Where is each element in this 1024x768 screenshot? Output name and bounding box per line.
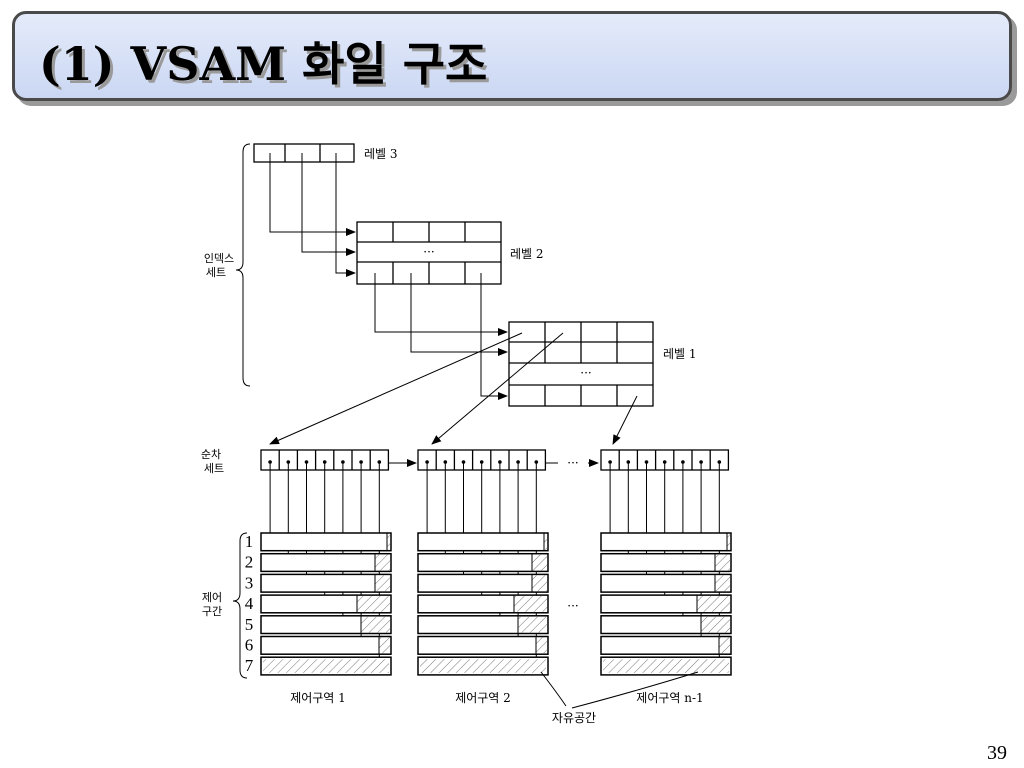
control-area-1-label: 제어구역 1 (290, 691, 346, 705)
control-interval-row (600, 532, 732, 552)
row-number-6: 6 (245, 636, 254, 655)
row-number-3: 3 (245, 573, 254, 592)
row-number-1: 1 (245, 532, 254, 551)
free-space-hatch (719, 637, 730, 654)
control-interval-row (417, 635, 549, 655)
level1-index-block (508, 321, 654, 407)
control-area-2-label: 제어구역 2 (455, 691, 511, 705)
control-interval-row (260, 615, 392, 635)
free-space-hatch (420, 659, 546, 673)
free-space-hatch (379, 637, 390, 654)
free-space-hatch (715, 575, 730, 592)
free-space-hatch (603, 659, 729, 673)
sequence-set-label-2: 세트 (204, 462, 224, 475)
control-interval-row (600, 552, 732, 573)
control-area-ellipsis: ··· (567, 599, 578, 613)
control-interval-row (260, 573, 392, 593)
control-interval-row (260, 532, 392, 552)
level3-index-record (253, 143, 355, 163)
free-space-pointer (540, 671, 699, 709)
level2-index-block (356, 221, 502, 285)
sequence-ellipsis: ··· (567, 456, 578, 470)
control-interval-row (417, 532, 549, 552)
level1-to-sequence-arrows (269, 332, 638, 445)
sequence-set-label-1: 순차 (201, 448, 221, 461)
level3-to-level2-arrows (269, 153, 356, 277)
control-areas (260, 532, 732, 676)
control-interval-label-2: 구간 (202, 605, 222, 618)
control-interval-row (600, 615, 732, 635)
index-set-label-1: 인덱스 (204, 252, 234, 265)
free-space-hatch (387, 534, 390, 550)
level1-label: 레벨 1 (663, 347, 697, 361)
free-space-hatch (357, 596, 390, 612)
control-area-3 (600, 532, 732, 676)
control-interval-row (600, 635, 732, 655)
row-number-4: 4 (245, 594, 254, 613)
level2-label: 레벨 2 (510, 247, 544, 261)
index-set-brace (235, 143, 251, 387)
control-area-n-label: 제어구역 n-1 (636, 691, 703, 705)
control-area-2 (417, 532, 549, 676)
level2-to-level1-arrows (374, 273, 508, 400)
page-number: 39 (987, 742, 1007, 764)
free-space-hatch (536, 637, 547, 654)
index-set-label-2: 세트 (206, 266, 226, 279)
free-space-hatch (532, 575, 547, 592)
free-space-hatch (518, 616, 547, 633)
control-interval-row (600, 573, 732, 593)
row-number-2: 2 (245, 553, 254, 572)
free-space-hatch (544, 534, 547, 550)
control-interval-brace (232, 532, 248, 679)
free-space-hatch (715, 554, 730, 571)
control-area-1 (260, 532, 392, 676)
control-interval-row (417, 615, 549, 635)
control-interval-row (417, 573, 549, 593)
title-banner: (1) VSAM 화일 구조 (12, 11, 1012, 101)
free-space-hatch (361, 616, 390, 633)
row-number-5: 5 (245, 615, 254, 634)
control-interval-label-1: 제어 (202, 591, 222, 604)
free-space-hatch (701, 616, 730, 633)
free-space-hatch (532, 554, 547, 571)
free-space-hatch (727, 534, 730, 550)
row-number-7: 7 (245, 656, 254, 675)
control-interval-row (260, 635, 392, 655)
control-interval-row (417, 552, 549, 573)
free-space-hatch (514, 596, 547, 612)
slide-title: (1) VSAM 화일 구조 (39, 37, 488, 91)
level1-ellipsis: ··· (580, 366, 591, 380)
control-interval-row (260, 552, 392, 573)
free-space-hatch (697, 596, 730, 612)
level3-label: 레벨 3 (364, 147, 398, 161)
level2-ellipsis: ··· (423, 245, 434, 259)
free-space-hatch (375, 554, 390, 571)
free-space-hatch (263, 659, 389, 673)
free-space-label: 자유공간 (552, 711, 596, 725)
free-space-hatch (375, 575, 390, 592)
